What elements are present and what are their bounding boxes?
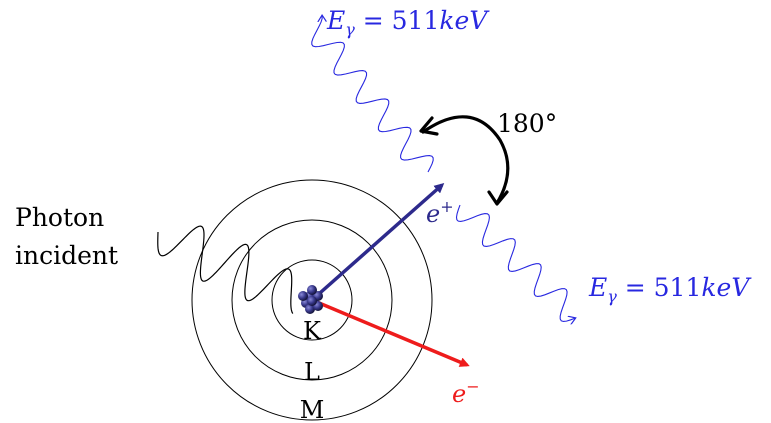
- incident-label-line1: Photon: [15, 203, 104, 232]
- shell-m: [191, 179, 433, 421]
- gamma-photon-top-wave: [311, 16, 434, 173]
- angle-label: 180°: [497, 109, 557, 138]
- positron-symbol: e: [426, 200, 440, 228]
- angle-arrowhead-bottom: [487, 190, 509, 206]
- electron-arrow: [311, 298, 470, 367]
- shell-label-m: M: [300, 396, 325, 423]
- gamma-top-symbol: E: [326, 6, 345, 35]
- angle-arrow: [421, 115, 510, 205]
- positron-charge: +: [440, 197, 453, 216]
- positron-label: e+: [426, 197, 454, 228]
- electron-charge: −: [466, 377, 479, 396]
- shell-label-l: L: [304, 358, 320, 386]
- nucleus: [298, 285, 323, 314]
- gamma-top-label: Eγ = 511keV: [326, 6, 490, 39]
- gamma-right-symbol: E: [588, 273, 607, 302]
- gamma-top-subscript: γ: [345, 20, 355, 39]
- incident-photon-wave: [157, 225, 294, 314]
- electron-label: e−: [452, 377, 480, 408]
- positron-arrow: [310, 183, 445, 302]
- gamma-top-unit: keV: [439, 6, 490, 35]
- electron-symbol: e: [452, 380, 466, 408]
- gamma-right-subscript: γ: [607, 287, 617, 306]
- gamma-photon-right-wave: [455, 204, 575, 321]
- gamma-right-unit: keV: [701, 273, 752, 302]
- shell-l: [231, 219, 393, 381]
- shell-label-k: K: [303, 317, 322, 345]
- angle-arrowhead-top: [419, 116, 439, 136]
- incident-label-line2: incident: [15, 241, 118, 270]
- shell-k: [271, 259, 353, 341]
- gamma-right-equation: = 511: [617, 273, 702, 302]
- gamma-top-equation: = 511: [355, 6, 440, 35]
- gamma-right-label: Eγ = 511keV: [588, 273, 752, 306]
